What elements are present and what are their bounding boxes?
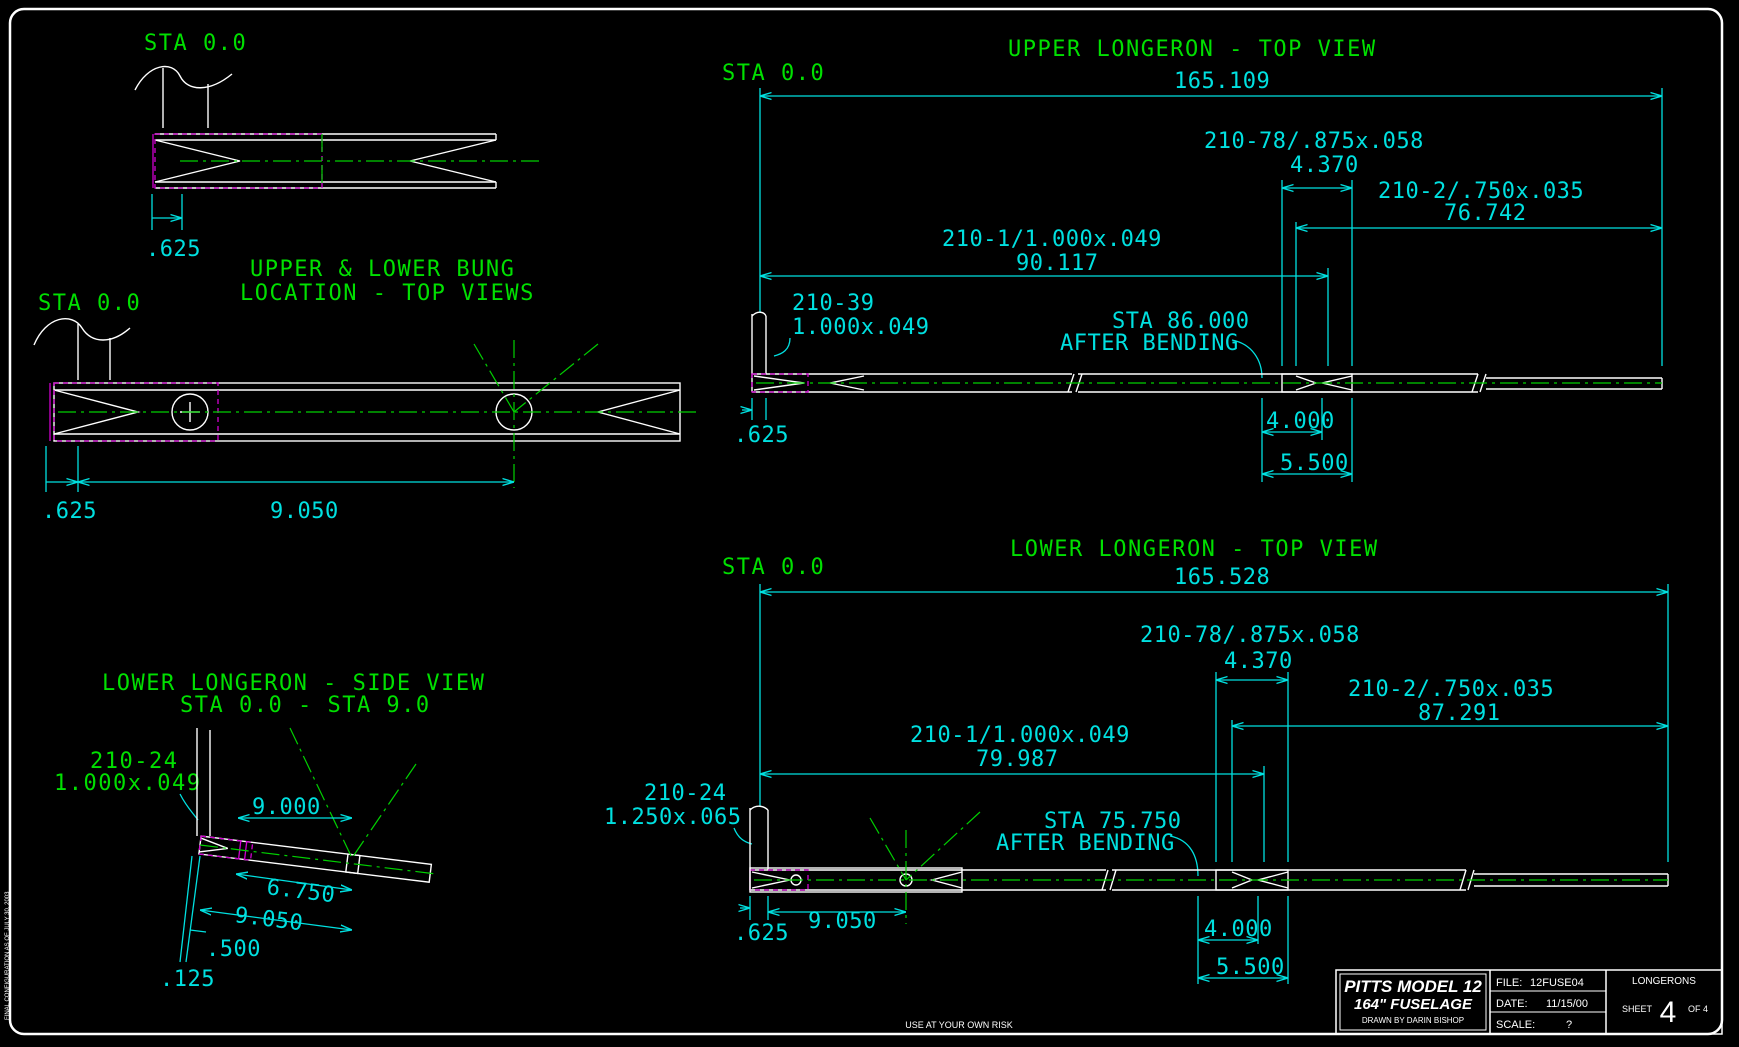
bung-location-sta-label: STA 0.0 <box>38 291 141 316</box>
upper-sta-label: STA 0.0 <box>722 61 825 86</box>
bung-location-dim-length: 9.050 <box>270 499 339 524</box>
side-view-dim-9050: 9.050 <box>233 903 304 936</box>
bung-location: UPPER & LOWER BUNG LOCATION - TOP VIEWS … <box>33 257 700 524</box>
tb-subtitle: 164" FUSELAGE <box>1354 996 1473 1013</box>
lower-stub-part: 210-24 <box>644 781 726 806</box>
upper-longeron: UPPER LONGERON - TOP VIEW STA 0.0 165.10… <box>722 37 1663 482</box>
tb-sheet-number: 4 <box>1660 996 1677 1029</box>
bung-location-dim-offset: .625 <box>42 499 97 524</box>
upper-sleeve-len: 4.370 <box>1290 153 1359 178</box>
tb-file-label: FILE: <box>1496 977 1522 989</box>
title-block: PITTS MODEL 12 164" FUSELAGE DRAWN BY DA… <box>1335 969 1723 1035</box>
side-view-dim-6750: 6.750 <box>265 875 336 908</box>
lower-bend-sta: STA 75.750 <box>1044 809 1181 834</box>
lower-title: LOWER LONGERON - TOP VIEW <box>1010 537 1379 562</box>
upper-bend-note: AFTER BENDING <box>1060 331 1239 356</box>
side-view-dim-500: .500 <box>206 937 261 962</box>
lower-dim-5500: 5.500 <box>1216 955 1285 980</box>
lower-aft-part: 210-2/.750x.035 <box>1348 677 1554 702</box>
lower-sleeve-len: 4.370 <box>1224 649 1293 674</box>
upper-overall: 165.109 <box>1174 69 1270 94</box>
tb-sheet-title: LONGERONS <box>1632 976 1696 987</box>
lower-stub-size: 1.250x.065 <box>604 805 741 830</box>
lower-dim-4000: 4.000 <box>1204 917 1273 942</box>
tb-sheet-label: SHEET <box>1622 1004 1653 1014</box>
sheet-border <box>8 7 1724 1036</box>
lower-aft-len: 87.291 <box>1418 701 1500 726</box>
footer-note: USE AT YOUR OWN RISK <box>905 1020 1013 1030</box>
side-view-title-1: LOWER LONGERON - SIDE VIEW <box>102 671 485 696</box>
lower-dim-9050: 9.050 <box>808 909 877 934</box>
upper-dim-4000: 4.000 <box>1266 409 1335 434</box>
upper-title: UPPER LONGERON - TOP VIEW <box>1008 37 1377 62</box>
bung-location-title-1: UPPER & LOWER BUNG <box>250 257 515 282</box>
tb-sheet-of: OF 4 <box>1688 1004 1708 1014</box>
upper-bend-sta: STA 86.000 <box>1112 309 1249 334</box>
lower-bend-note: AFTER BENDING <box>996 831 1175 856</box>
lower-dim-offset: .625 <box>734 921 789 946</box>
side-view-dim-9000: 9.000 <box>252 795 321 820</box>
upper-dim-5500: 5.500 <box>1280 451 1349 476</box>
lower-overall: 165.528 <box>1174 565 1270 590</box>
upper-aft-part: 210-2/.750x.035 <box>1378 179 1584 204</box>
upper-aft-len: 76.742 <box>1444 201 1526 226</box>
side-view-dim-125: .125 <box>160 967 215 992</box>
bung-detail-dim-offset: .625 <box>146 237 201 262</box>
side-view: LOWER LONGERON - SIDE VIEW STA 0.0 - STA… <box>54 671 485 992</box>
tb-date-value: 11/15/00 <box>1546 998 1588 1010</box>
upper-fwd-part: 210-1/1.000x.049 <box>942 227 1162 252</box>
lower-fwd-part: 210-1/1.000x.049 <box>910 723 1130 748</box>
tb-drawn-by: DRAWN BY DARIN BISHOP <box>1362 1016 1464 1025</box>
upper-stub-part: 210-39 <box>792 291 874 316</box>
upper-stub-size: 1.000x.049 <box>792 315 929 340</box>
side-view-title-2: STA 0.0 - STA 9.0 <box>180 693 431 718</box>
tb-scale-value: ? <box>1566 1019 1572 1031</box>
side-view-part-number: 210-24 <box>90 749 178 774</box>
upper-dim-offset: .625 <box>734 423 789 448</box>
tb-file-value: 12FUSE04 <box>1530 977 1584 989</box>
lower-sleeve-part: 210-78/.875x.058 <box>1140 623 1360 648</box>
bung-detail-sta-label: STA 0.0 <box>144 31 247 56</box>
lower-sta-label: STA 0.0 <box>722 555 825 580</box>
lower-longeron: LOWER LONGERON - TOP VIEW STA 0.0 165.52… <box>604 537 1669 984</box>
tb-scale-label: SCALE: <box>1496 1019 1535 1031</box>
tb-model: PITTS MODEL 12 <box>1344 977 1482 996</box>
upper-fwd-len: 90.117 <box>1016 251 1098 276</box>
upper-sleeve-part: 210-78/.875x.058 <box>1204 129 1424 154</box>
bung-location-title-2: LOCATION - TOP VIEWS <box>240 281 535 306</box>
bung-detail: STA 0.0 .625 <box>134 31 540 262</box>
margin-note: FINAL CONFIGURATION AS OF JULY 30, 2003 <box>5 891 11 1020</box>
tb-date-label: DATE: <box>1496 998 1528 1010</box>
side-view-tube-size: 1.000x.049 <box>54 771 201 796</box>
lower-fwd-len: 79.987 <box>976 747 1058 772</box>
